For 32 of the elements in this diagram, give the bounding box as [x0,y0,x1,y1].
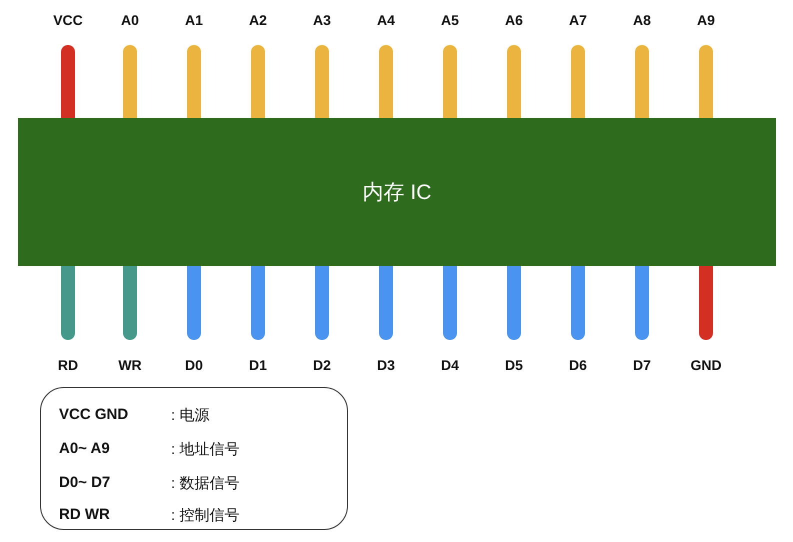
legend-text: A0~ A9 [59,440,110,457]
legend-text: : 电源 [171,406,210,425]
pin-label: D5 [504,357,524,373]
pin-label: A6 [504,12,524,28]
legend-box [40,387,348,530]
pin-label: D3 [376,357,396,373]
pin-label: GND [689,357,723,373]
pin-label: D7 [632,357,652,373]
legend-text: RD WR [59,506,110,523]
legend-text: : 控制信号 [171,506,240,525]
pin-label: A9 [696,12,716,28]
pin-label: D1 [248,357,268,373]
pin-label: RD [56,357,80,373]
pin-label: A7 [568,12,588,28]
pin-label: D0 [184,357,204,373]
pin-label: A2 [248,12,268,28]
pin-label: A1 [184,12,204,28]
pin-label: A4 [376,12,396,28]
pin-label: D4 [440,357,460,373]
pin-label: A0 [120,12,140,28]
pin-label: VCC [52,12,84,28]
legend-text: : 数据信号 [171,474,240,493]
pin-label: A5 [440,12,460,28]
chip-body: 内存 IC [18,118,776,266]
legend-text: D0~ D7 [59,474,110,491]
pin-label: A3 [312,12,332,28]
legend-text: VCC GND [59,406,128,423]
pin-label: D6 [568,357,588,373]
pin-label: D2 [312,357,332,373]
pin-label: WR [117,357,143,373]
pin-label: A8 [632,12,652,28]
legend-text: : 地址信号 [171,440,240,459]
